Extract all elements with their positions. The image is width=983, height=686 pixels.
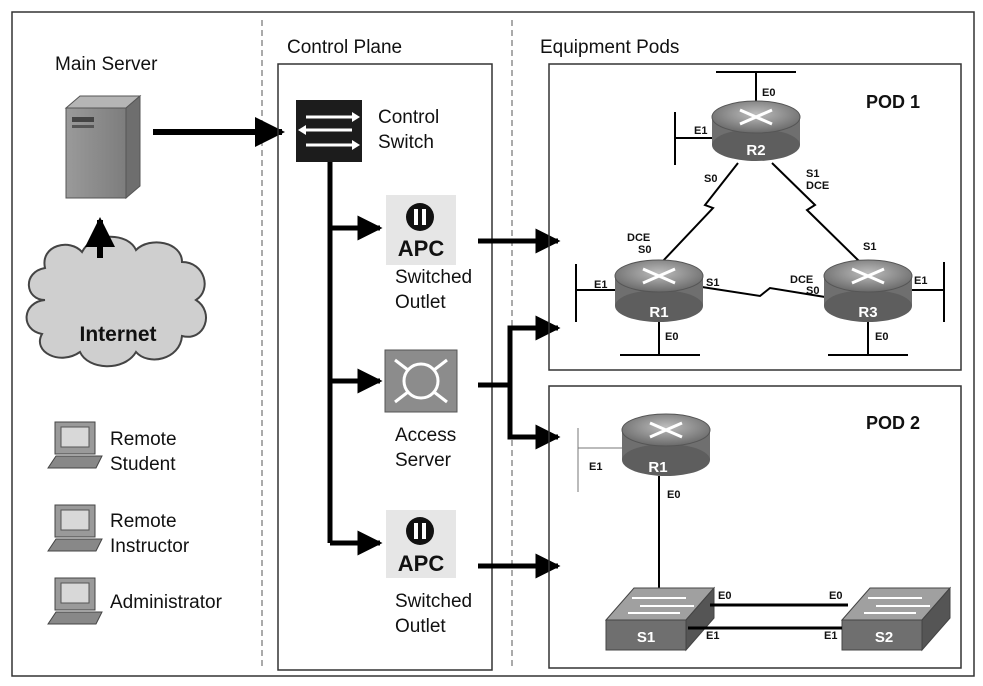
s1-e1-port: E1 <box>706 630 719 642</box>
outer-frame <box>11 11 975 677</box>
p1r1-e1-port: E1 <box>594 279 607 291</box>
apc-1-logo-text: APC <box>398 236 445 261</box>
p2r1-e1-port: E1 <box>589 461 602 473</box>
access-server-icon <box>384 349 458 413</box>
remote-student-pc-icon <box>47 421 103 469</box>
router-r2-icon <box>711 100 801 161</box>
serial-r2-r3 <box>771 162 861 263</box>
switch-s1-icon <box>604 586 716 652</box>
remote-student-label-2: Student <box>110 454 176 475</box>
control-switch-label-2: Switch <box>378 132 434 153</box>
apc-1-label-2: Outlet <box>395 292 446 313</box>
apc-2-label-1: Switched <box>395 591 472 612</box>
s1-e0-port: E0 <box>718 590 731 602</box>
p1r1-dce: DCE <box>627 232 650 244</box>
s2-name: S2 <box>875 629 893 646</box>
equipment-pods-heading: Equipment Pods <box>540 37 679 58</box>
p1r3-dce: DCE <box>790 274 813 286</box>
remote-instructor-pc-icon <box>47 504 103 552</box>
r2-s0-port: S0 <box>704 173 717 185</box>
administrator-label: Administrator <box>110 592 223 613</box>
switch-s2-icon <box>840 586 952 652</box>
router-r1-pod1-icon <box>614 259 704 322</box>
remote-student-label-1: Remote <box>110 429 177 450</box>
control-plane-heading: Control Plane <box>287 37 402 58</box>
router-r3-pod1-icon <box>823 259 913 322</box>
apc-1-label-1: Switched <box>395 267 472 288</box>
s1-name: S1 <box>637 629 655 646</box>
p1r3-e1-port: E1 <box>914 275 927 287</box>
r2-s1-port: S1 <box>806 168 819 180</box>
remote-instructor-label-1: Remote <box>110 511 177 532</box>
r2-s1-dce: DCE <box>806 180 829 192</box>
apc-2-logo-text: APC <box>398 551 445 576</box>
pod1-title: POD 1 <box>866 92 920 112</box>
s2-e0-port: E0 <box>829 590 842 602</box>
control-switch-icon <box>296 100 362 162</box>
p1r1-e0-port: E0 <box>665 331 678 343</box>
pod2-title: POD 2 <box>866 413 920 433</box>
serial-r1-r3 <box>701 286 826 298</box>
p1r3-s1-port: S1 <box>863 241 876 253</box>
internet-label: Internet <box>79 323 156 346</box>
apc-2-label-2: Outlet <box>395 616 446 637</box>
access-server-to-pod1-line <box>478 325 556 388</box>
pod1-box <box>548 63 962 371</box>
apc-outlet-2-icon <box>386 510 456 578</box>
p2r1-name: R1 <box>648 459 667 476</box>
internet-cloud-icon <box>25 235 207 368</box>
r2-name: R2 <box>746 142 765 159</box>
control-plane-box <box>277 63 493 671</box>
apc-outlet-1-icon <box>386 195 456 265</box>
p2r1-e0-port: E0 <box>667 489 680 501</box>
router-r1-pod2-icon <box>621 413 711 476</box>
remote-instructor-label-2: Instructor <box>110 536 190 557</box>
p1r1-s0-port: S0 <box>638 244 651 256</box>
r2-e1-port: E1 <box>694 125 707 137</box>
pod2-box <box>548 385 962 669</box>
access-server-to-pod2-line <box>507 385 530 440</box>
p1r1-s1-port: S1 <box>706 277 719 289</box>
p1r3-e0-port: E0 <box>875 331 888 343</box>
main-server-heading: Main Server <box>55 54 158 75</box>
serial-r2-r1 <box>661 162 739 263</box>
p1r3-s0-port: S0 <box>806 285 819 297</box>
s2-e1-port: E1 <box>824 630 837 642</box>
r2-e0-port: E0 <box>762 87 775 99</box>
access-server-label-1: Access <box>395 425 456 446</box>
p1r1-name: R1 <box>649 304 668 321</box>
administrator-pc-icon <box>47 577 103 625</box>
control-switch-label-1: Control <box>378 107 439 128</box>
access-server-label-2: Server <box>395 450 452 471</box>
p1r3-name: R3 <box>858 304 877 321</box>
main-server-icon <box>64 94 142 200</box>
